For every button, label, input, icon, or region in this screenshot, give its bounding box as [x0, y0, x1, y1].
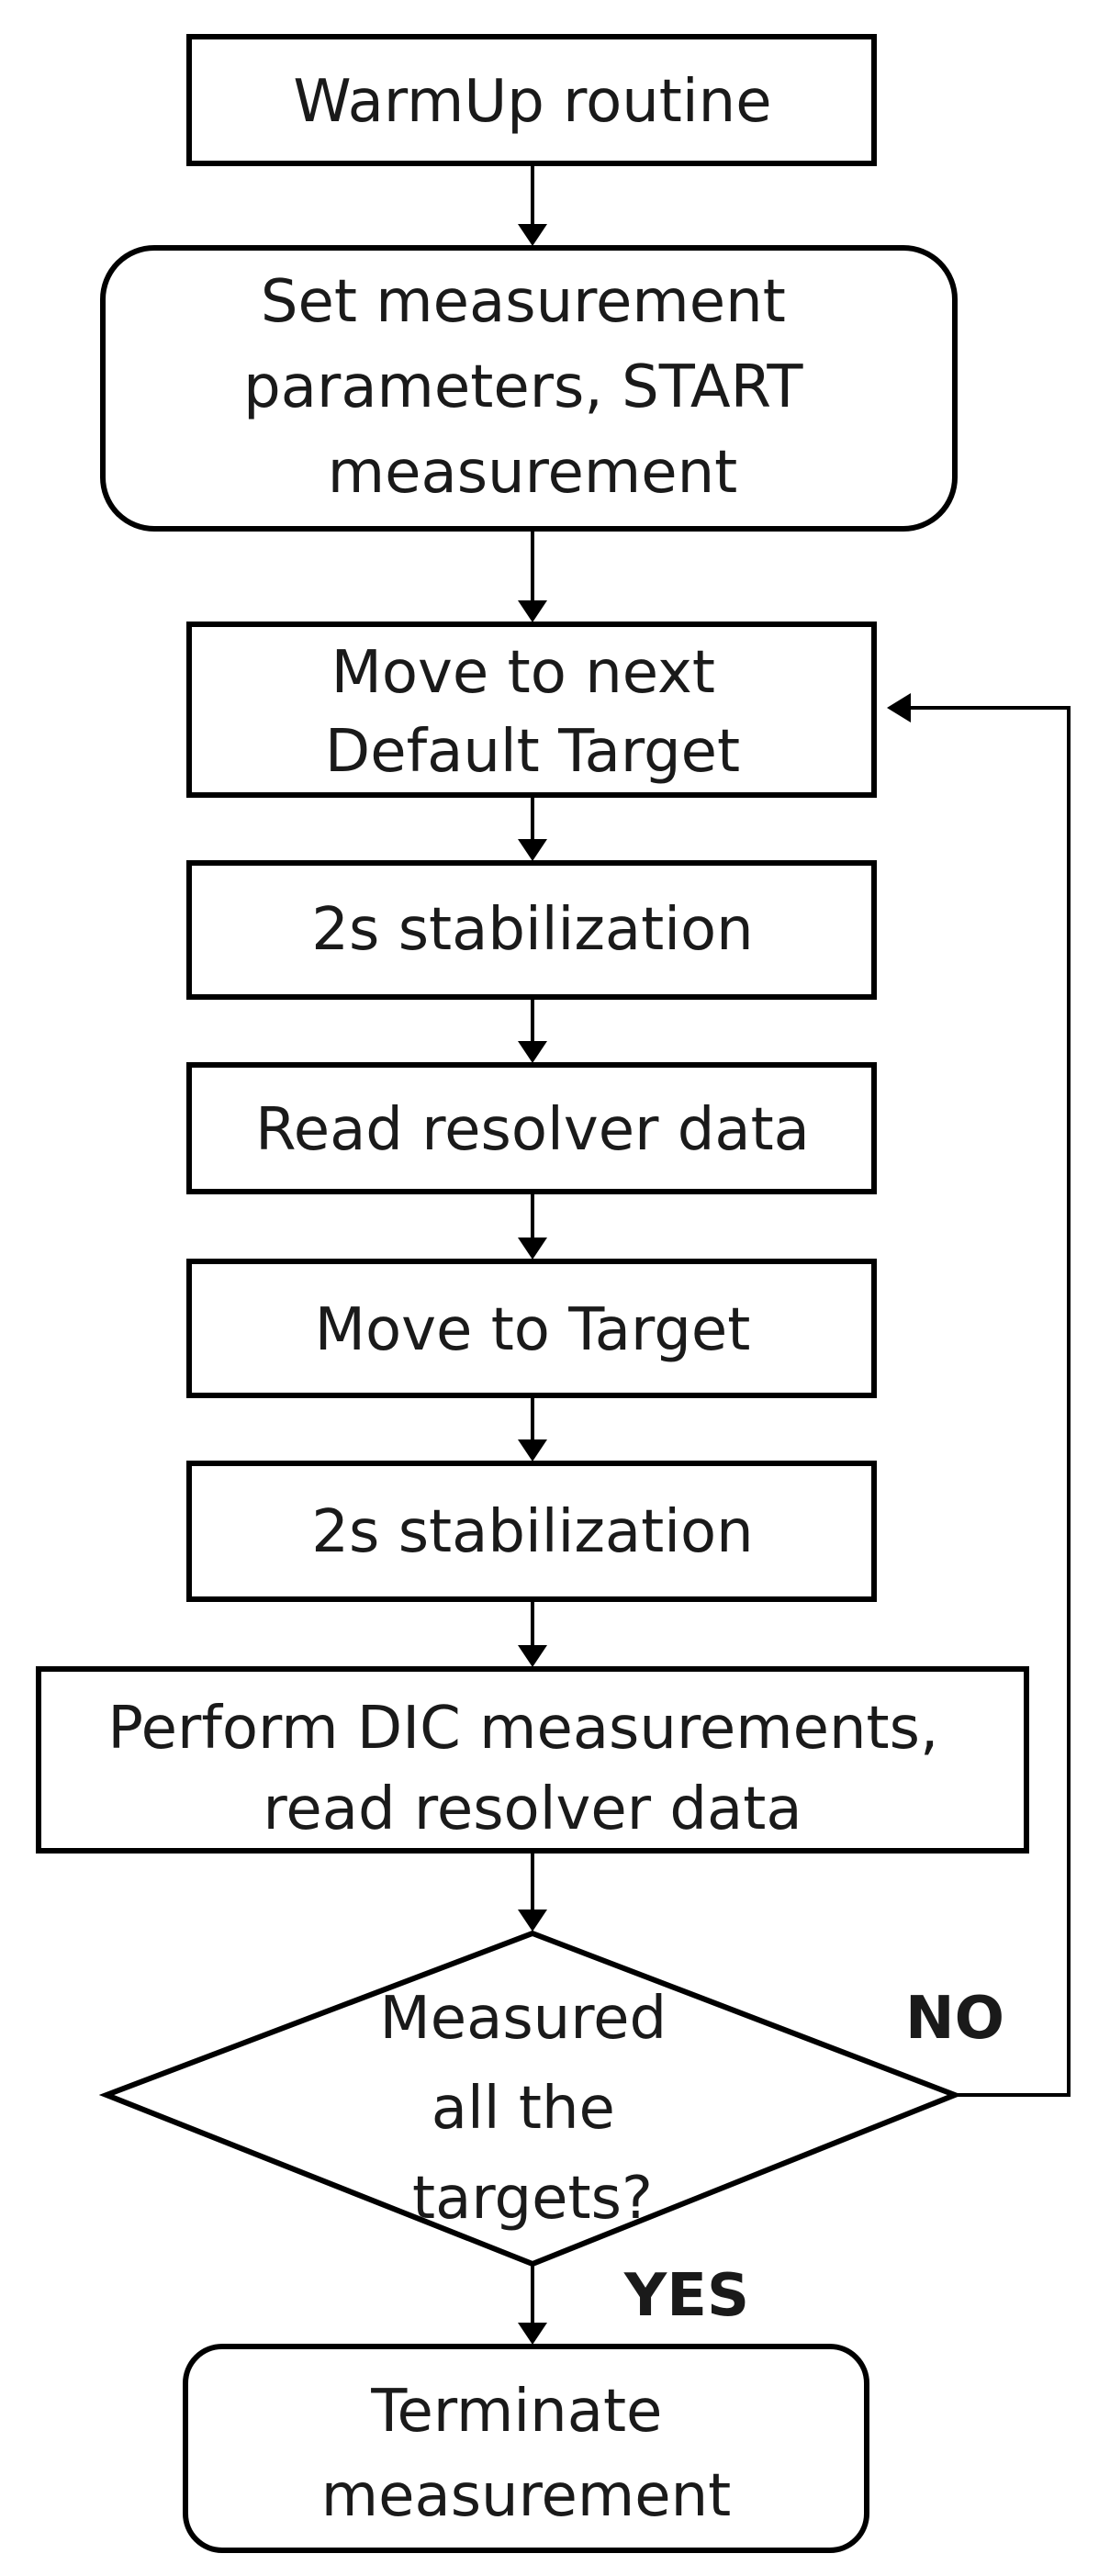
- set-params-label: Set measurement parameters, START measur…: [243, 268, 822, 507]
- arrowhead-icon: [518, 1439, 547, 1462]
- arrowhead-icon: [518, 1041, 547, 1063]
- stabilization-box-1: 2s stabilization: [186, 860, 877, 1000]
- arrowhead-icon: [518, 2323, 547, 2345]
- read-resolver-label: Read resolver data: [255, 1096, 810, 1164]
- arrowhead-icon: [887, 693, 911, 722]
- move-target-box: Move to Target: [186, 1259, 877, 1398]
- arrowhead-icon: [518, 1910, 547, 1932]
- arrowhead-icon: [518, 1238, 547, 1260]
- connectors: [518, 163, 1071, 2345]
- perform-dic-label: Perform DIC measurements, read resolver …: [107, 1695, 957, 1843]
- arrowhead-icon: [518, 839, 547, 861]
- yes-branch-label: YES: [623, 2262, 749, 2330]
- terminate-box: Terminate measurement: [183, 2344, 869, 2553]
- stabilization-box-2: 2s stabilization: [186, 1461, 877, 1602]
- read-resolver-box: Read resolver data: [186, 1062, 877, 1194]
- arrowhead-icon: [518, 600, 547, 622]
- loop-back-arrow: [909, 706, 1071, 2097]
- set-params-box: Set measurement parameters, START measur…: [100, 245, 958, 532]
- move-default-target-label: Move to next Default Target: [325, 639, 740, 786]
- arrowhead-icon: [518, 224, 547, 246]
- arrowhead-icon: [518, 1645, 547, 1667]
- perform-dic-box: Perform DIC measurements, read resolver …: [36, 1666, 1029, 1854]
- move-default-target-box: Move to next Default Target: [186, 622, 877, 798]
- decision-label: Measured all the targets?: [380, 1985, 686, 2233]
- warmup-box: WarmUp routine: [186, 34, 877, 166]
- stabilization-label-2: 2s stabilization: [311, 1498, 753, 1566]
- no-branch-label: NO: [905, 1985, 1004, 2053]
- terminate-label: Terminate measurement: [321, 2378, 732, 2530]
- stabilization-label-1: 2s stabilization: [311, 896, 753, 964]
- move-target-label: Move to Target: [315, 1296, 751, 1364]
- decision-diamond: Measured all the targets?: [98, 1930, 963, 2268]
- warmup-label: WarmUp routine: [293, 68, 771, 136]
